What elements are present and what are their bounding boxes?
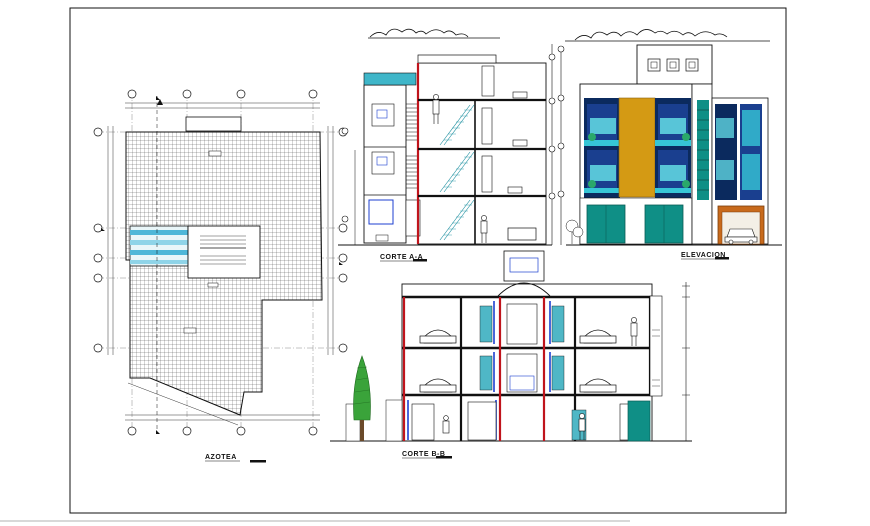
- stair-flights: [439, 104, 475, 241]
- section-b: CORTE B-B: [330, 250, 692, 459]
- teal-block: [627, 400, 651, 442]
- plan-dimension-lines: [107, 102, 334, 421]
- plan-parapet: [185, 116, 242, 132]
- clouds-right: [565, 29, 770, 42]
- ochre-panel: [618, 97, 656, 198]
- stair-treads: [200, 235, 246, 265]
- roof-plan: AZOTEA: [93, 89, 348, 463]
- cypress-tree-icon: [353, 355, 371, 441]
- person-icon: [442, 317, 638, 440]
- door-a1: [368, 199, 394, 225]
- plan-title: AZOTEA: [205, 454, 237, 461]
- plant-icon: [588, 133, 690, 188]
- tree-icon: [565, 219, 584, 244]
- section-a-title: CORTE A-A: [380, 254, 423, 261]
- north-arrow-icon: [157, 99, 163, 105]
- cabinet-panels: [479, 305, 587, 441]
- clouds-left: [368, 28, 500, 39]
- plan-axis-bubbles: [93, 89, 348, 436]
- section-b-title: CORTE B-B: [402, 451, 445, 458]
- sheet-border: [69, 7, 787, 514]
- roof-cap: [363, 72, 417, 86]
- car-icon: [724, 228, 758, 245]
- stair-wall-hatch: [406, 103, 418, 189]
- stair-steps: [444, 109, 472, 236]
- stair-core: [187, 225, 261, 279]
- human-figure-icon: [432, 94, 488, 243]
- front-elevation: ELEVACION: [557, 29, 782, 260]
- skylight-bands: [130, 230, 188, 264]
- section-a: CORTE A-A: [338, 28, 556, 262]
- bed-icon: [419, 329, 617, 393]
- elevation-title: ELEVACION: [681, 252, 726, 259]
- sofa: [507, 227, 537, 241]
